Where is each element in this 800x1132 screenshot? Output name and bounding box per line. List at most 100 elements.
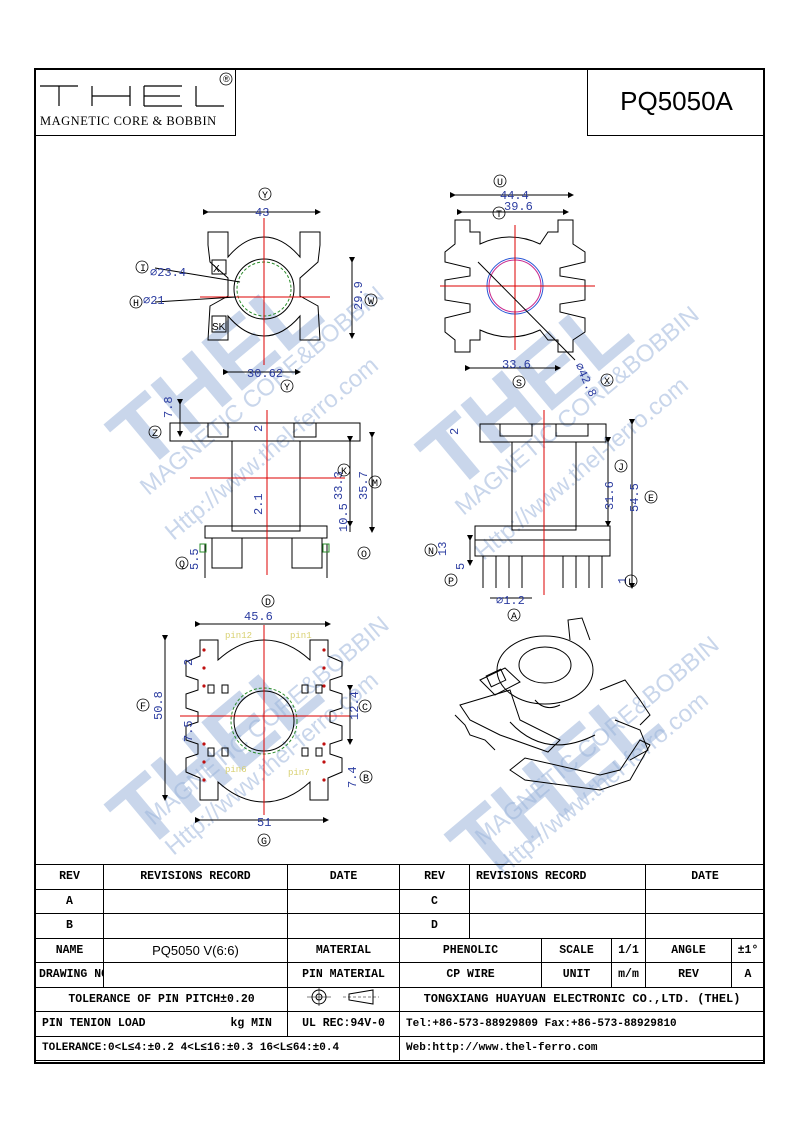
dim-10-5: 10.5 — [337, 503, 351, 532]
dim-45-6: 45.6 — [244, 610, 273, 624]
dim-dia-42-8: ⌀42.8 — [571, 361, 599, 400]
callout-f: F — [140, 702, 146, 713]
dim-39-6: 39.6 — [504, 200, 533, 214]
angle-label: ANGLE — [645, 937, 732, 963]
callout-d: D — [265, 598, 271, 609]
drawing-no-label: DRAWING NO — [35, 962, 104, 988]
callout-a: A — [511, 612, 517, 623]
general-tolerance: TOLERANCE:0<L≤4:±0.2 4<L≤16:±0.3 16<L≤64… — [35, 1035, 400, 1061]
callout-c: C — [362, 703, 368, 714]
callout-e: E — [648, 494, 654, 505]
dim-54-5: 54.5 — [628, 483, 642, 512]
right-view — [467, 410, 635, 599]
rev-b-date — [287, 913, 400, 939]
part-number-box: PQ5050A — [587, 68, 765, 136]
callout-g: G — [261, 837, 267, 848]
dim-core-2-1: 2.1 — [252, 493, 266, 515]
name-label: NAME — [35, 937, 104, 963]
dim-44-4: 44.4 — [500, 189, 529, 203]
pin1-label: pin1 — [290, 631, 312, 641]
dim-5: 5 — [454, 563, 468, 570]
dim-12-4: 12.4 — [348, 691, 362, 720]
drawing-frame — [34, 68, 765, 1064]
rev-a: A — [35, 888, 104, 914]
callout-q: Q — [179, 560, 185, 571]
dim-7-4: 7.4 — [346, 766, 360, 788]
rev-b: B — [35, 913, 104, 939]
callout-n: N — [428, 547, 434, 558]
mark-x: X — [213, 264, 220, 275]
dim-7-8: 7.8 — [162, 396, 176, 418]
dim-inner-dia: ⌀21 — [143, 294, 165, 308]
callout-k: K — [341, 467, 347, 478]
callout-u: U — [497, 178, 503, 189]
bottom-view — [162, 621, 353, 823]
callout-y-bottom: Y — [284, 383, 290, 394]
dim-35-7: 35.7 — [357, 471, 371, 500]
callout-h: H — [133, 299, 139, 310]
unit-label: UNIT — [541, 962, 612, 988]
dim-slot-2: 2 — [182, 659, 196, 666]
rev-d: D — [399, 913, 470, 939]
rev-header-2: REV — [399, 864, 470, 890]
pin6-label: pin6 — [225, 765, 247, 775]
callout-y-top: Y — [262, 191, 268, 202]
company-name: TONGXIANG HUAYUAN ELECTRONIC CO.,LTD. (T… — [398, 986, 766, 1012]
rev-a-date — [287, 888, 400, 914]
pin-dots — [202, 648, 326, 782]
callout-m: M — [372, 479, 378, 490]
pin7-label: pin7 — [288, 768, 310, 778]
dim-bottom-30-62: 30.62 — [247, 367, 283, 381]
callout-z: Z — [152, 429, 158, 440]
rev-b-record — [103, 913, 288, 939]
callout-t: T — [496, 210, 502, 221]
callout-b: B — [363, 774, 369, 785]
rev-c-record — [469, 888, 646, 914]
dim-50-8: 50.8 — [152, 691, 166, 720]
rev-label: REV — [645, 962, 732, 988]
dim-33-6: 33.6 — [502, 358, 531, 372]
dim-13: 13 — [436, 542, 450, 556]
isometric-view — [454, 617, 651, 791]
scale-label: SCALE — [541, 937, 612, 963]
dim-height-29-9: 29.9 — [352, 281, 366, 310]
dim-outer-dia: ⌀23.4 — [150, 266, 186, 280]
mark-sk: SK — [212, 322, 226, 333]
title-block: REV REVISIONS RECORD DATE REV REVISIONS … — [35, 864, 766, 1061]
date-header: DATE — [287, 864, 400, 890]
top-view — [154, 209, 355, 375]
name-value: PQ5050 V(6:6) — [103, 937, 288, 963]
dim-pin-dia: ⌀1.2 — [496, 594, 525, 608]
callout-x: X — [604, 377, 610, 388]
callout-s: S — [516, 379, 522, 390]
pin12-label: pin12 — [225, 631, 252, 641]
rev-c: C — [399, 888, 470, 914]
website: Web:http://www.thel-ferro.com — [398, 1035, 766, 1061]
tel-fax: Tel:+86-573-88929809 Fax:+86-573-8892981… — [398, 1011, 766, 1037]
rev-c-date — [644, 888, 766, 914]
dim-wall-2: 2 — [252, 425, 266, 432]
svg-text:®: ® — [223, 74, 230, 84]
front-view — [169, 399, 375, 578]
revisions-record-header-2: REVISIONS RECORD — [469, 864, 646, 890]
projection-symbol — [287, 986, 400, 1012]
material-value: PHENOLIC — [399, 937, 542, 963]
material-label: MATERIAL — [287, 937, 400, 963]
brand-subtitle: MAGNETIC CORE & BOBBIN — [40, 114, 217, 128]
callout-w: W — [368, 297, 374, 308]
drawing-no-value — [103, 962, 288, 988]
tolerance-pin-pitch: TOLERANCE OF PIN PITCH±0.20 — [35, 986, 288, 1012]
pin-tension-load: PIN TENION LOAD kg MIN — [35, 1011, 288, 1037]
dim-7-5: 7.5 — [182, 720, 196, 742]
callout-p: P — [448, 577, 454, 588]
logo: ® MAGNETIC CORE & BOBBIN — [34, 68, 236, 136]
dim-33-3: 33.3 — [332, 471, 346, 500]
callout-i: I — [140, 264, 146, 275]
scale-value: 1/1 — [611, 937, 646, 963]
pin-material-label: PIN MATERIAL — [287, 962, 400, 988]
dim-51: 51 — [257, 816, 271, 830]
date-header-2: DATE — [644, 864, 766, 890]
dim-31-6: 31.6 — [603, 481, 617, 510]
pin-material-value: CP WIRE — [399, 962, 542, 988]
